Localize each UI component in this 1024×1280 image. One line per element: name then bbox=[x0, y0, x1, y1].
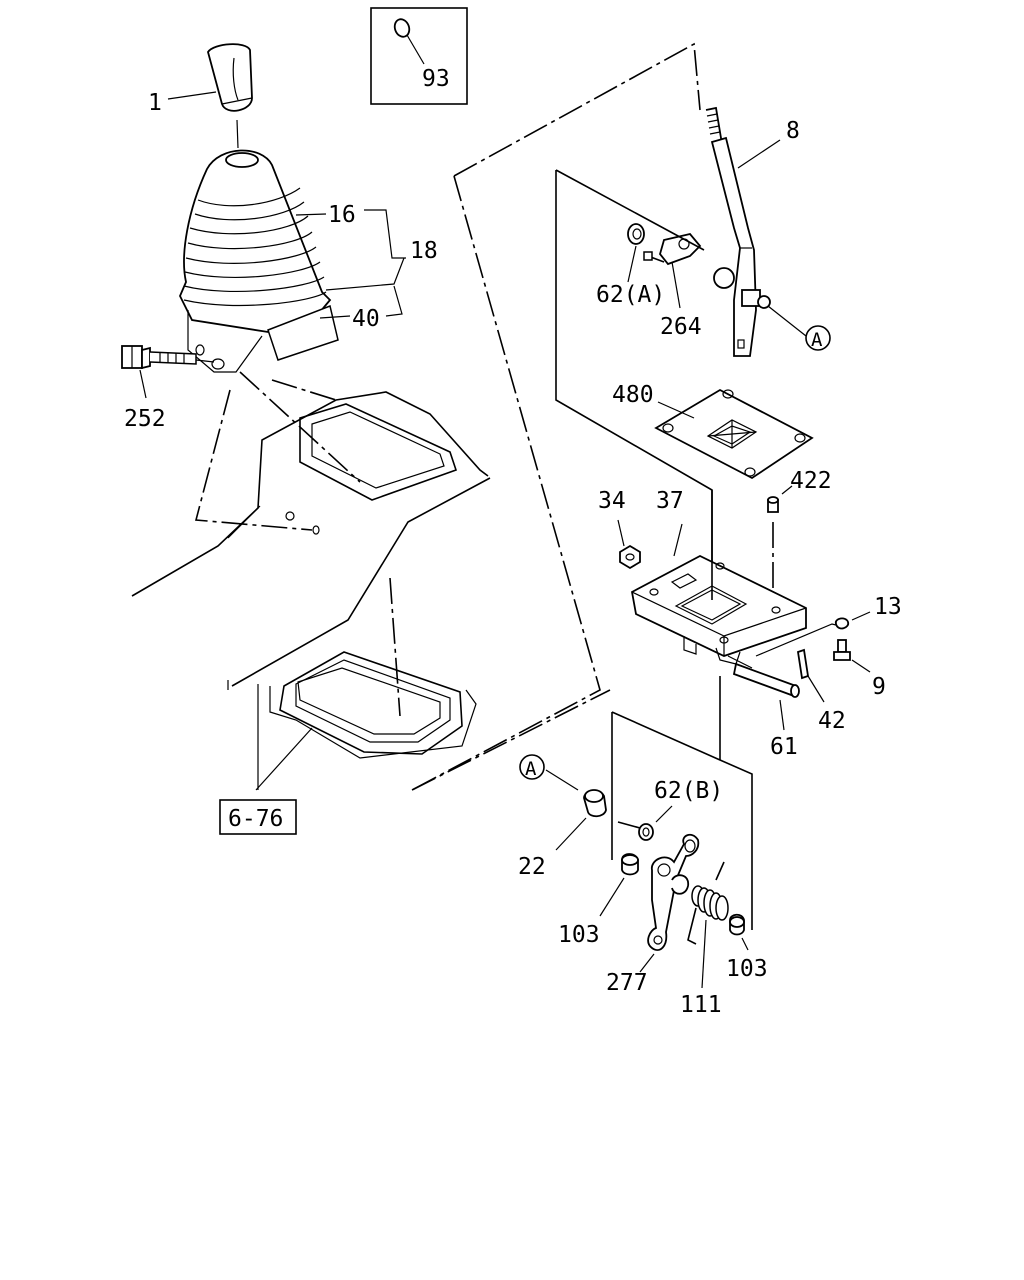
arm-277: 277 bbox=[606, 833, 700, 996]
nut-34: 34 bbox=[598, 488, 641, 570]
assembly-boundary bbox=[411, 42, 701, 791]
label-16: 16 bbox=[328, 202, 356, 228]
shift-boot bbox=[179, 149, 339, 373]
collar-62b: 62(B) bbox=[617, 778, 723, 841]
callout-a-top: A bbox=[805, 325, 831, 351]
inset-box-93: 93 bbox=[370, 7, 468, 105]
label-18: 18 bbox=[410, 238, 438, 264]
label-103-left: 103 bbox=[558, 922, 600, 948]
bush-103-right: 103 bbox=[726, 913, 768, 982]
reference-6-76: 6-76 bbox=[219, 799, 297, 835]
spring-111: 111 bbox=[680, 861, 729, 1018]
bolt-9: 9 bbox=[833, 639, 886, 700]
callout-a-bottom: A bbox=[519, 754, 579, 791]
label-34: 34 bbox=[598, 488, 626, 514]
label-8: 8 bbox=[786, 118, 800, 144]
bolt-252: 252 bbox=[121, 345, 215, 432]
plate-480: 480 bbox=[612, 382, 814, 480]
label-42: 42 bbox=[818, 708, 846, 734]
bush-103-left: 103 bbox=[558, 853, 639, 948]
floor-panel bbox=[131, 371, 491, 791]
retainer-264: 264 bbox=[643, 232, 702, 340]
shift-knob: 1 bbox=[148, 43, 253, 149]
label-61: 61 bbox=[770, 734, 798, 760]
base-plate-37: 37 bbox=[630, 488, 807, 665]
label-111: 111 bbox=[680, 992, 722, 1018]
clip-13: 13 bbox=[834, 594, 902, 630]
callout-a-bottom-text: A bbox=[525, 758, 537, 780]
label-252: 252 bbox=[124, 406, 166, 432]
boot-callouts: 16 18 40 bbox=[295, 202, 438, 332]
shift-lever-8: 8 bbox=[705, 106, 807, 357]
label-22: 22 bbox=[518, 854, 546, 880]
shaft-61: 61 bbox=[727, 623, 841, 760]
bush-22: 22 bbox=[518, 789, 607, 880]
label-ref-6-76: 6-76 bbox=[228, 806, 283, 832]
lower-outline bbox=[611, 676, 753, 930]
label-13: 13 bbox=[874, 594, 902, 620]
label-264: 264 bbox=[660, 314, 702, 340]
label-37: 37 bbox=[656, 488, 684, 514]
label-103-right: 103 bbox=[726, 956, 768, 982]
pin-42: 42 bbox=[796, 648, 846, 734]
label-422: 422 bbox=[790, 468, 832, 494]
callout-a-top-text: A bbox=[811, 329, 823, 351]
label-93: 93 bbox=[422, 66, 450, 92]
label-1: 1 bbox=[148, 90, 162, 116]
label-277: 277 bbox=[606, 970, 648, 996]
label-9: 9 bbox=[872, 674, 886, 700]
label-40: 40 bbox=[352, 306, 380, 332]
label-480: 480 bbox=[612, 382, 654, 408]
dowel-422: 422 bbox=[767, 468, 832, 602]
label-62a: 62(A) bbox=[596, 282, 665, 308]
collar-62a: 62(A) bbox=[596, 223, 665, 308]
label-62b: 62(B) bbox=[654, 778, 723, 804]
